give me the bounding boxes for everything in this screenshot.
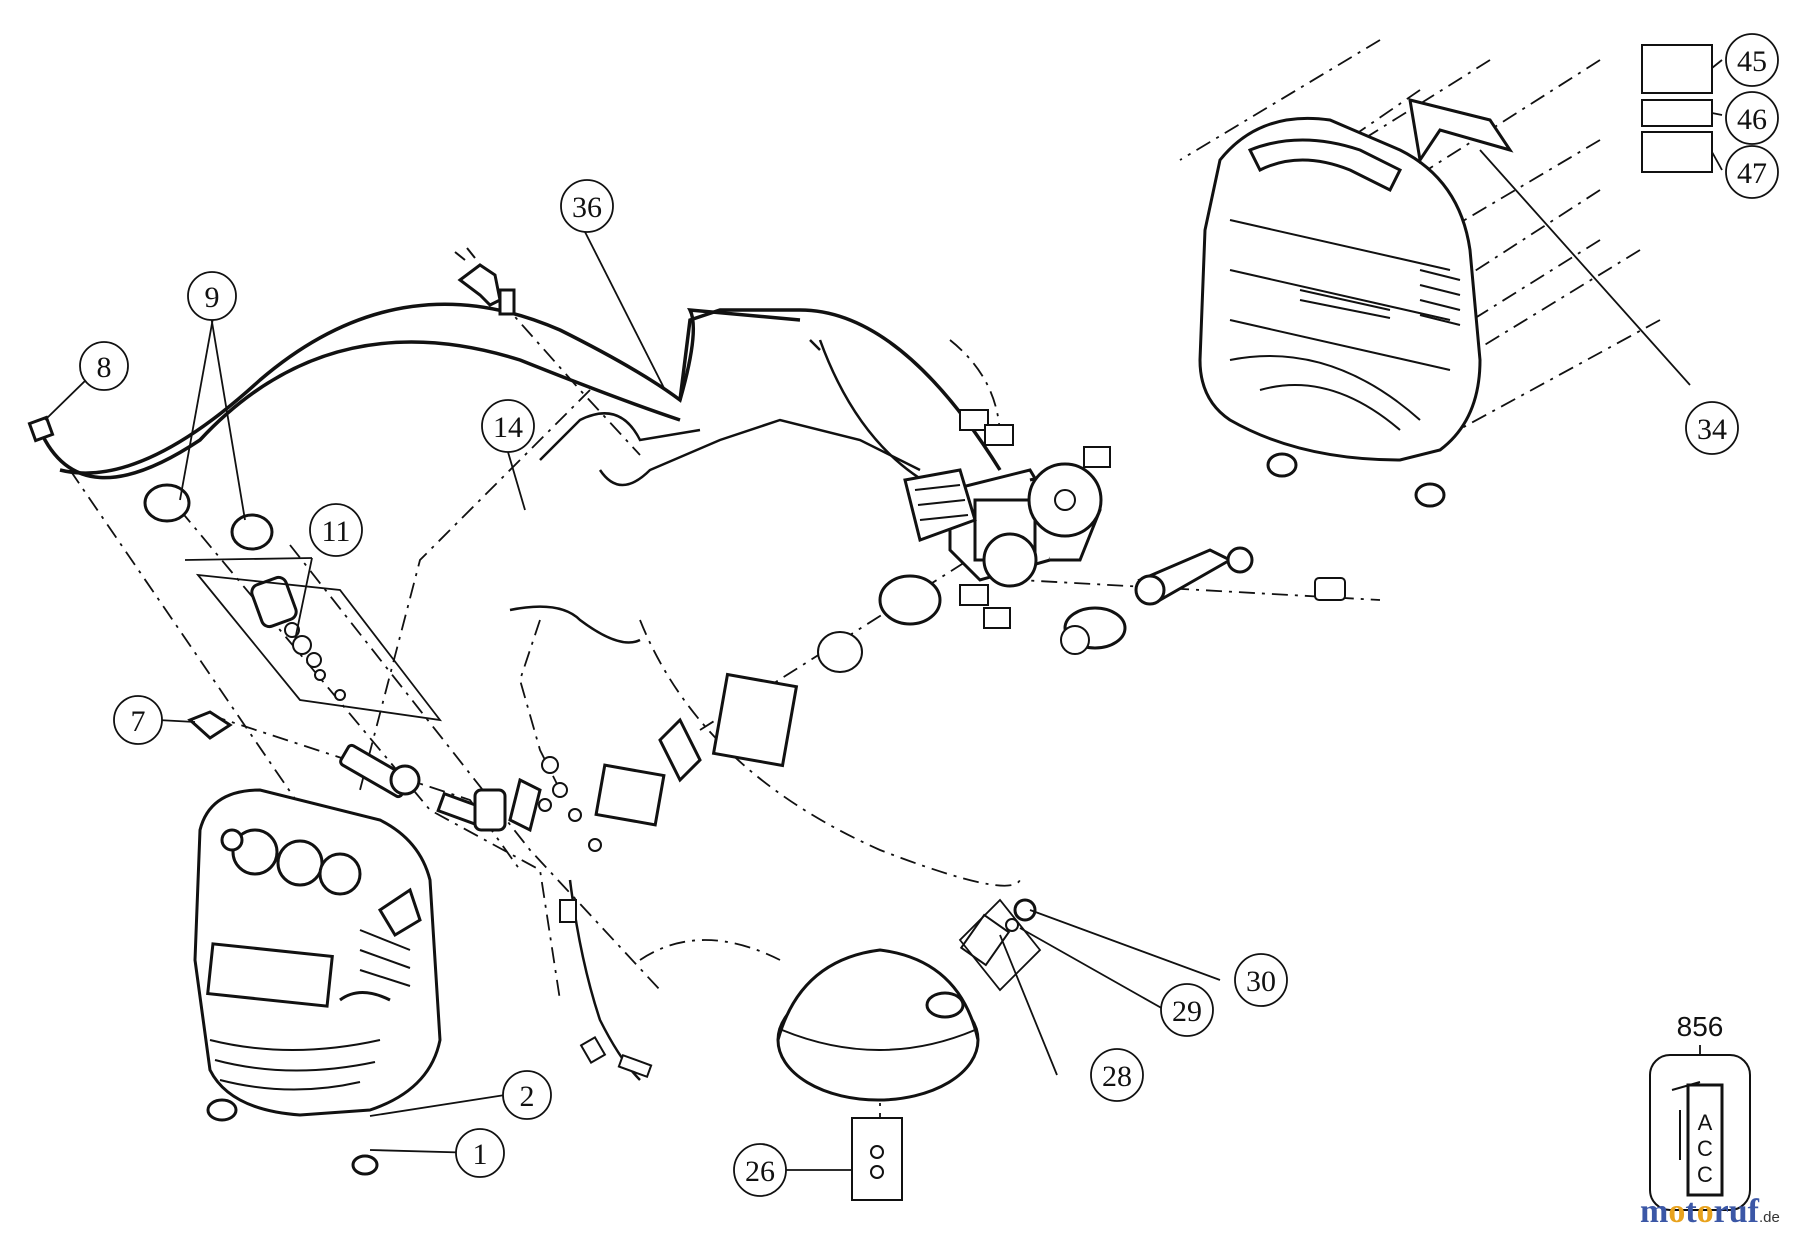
svg-text:motoruf.de: motoruf.de bbox=[1640, 1193, 1780, 1230]
watermark-suffix: .de bbox=[1759, 1209, 1780, 1226]
kit-number: 856 bbox=[1677, 1011, 1724, 1042]
watermark-o1: o bbox=[1668, 1193, 1685, 1230]
motoruf-watermark: motoruf.de bbox=[1640, 1193, 1780, 1230]
motor-pump-assembly bbox=[817, 409, 1346, 673]
callout-29: 29 bbox=[1160, 983, 1214, 1037]
callout-26: 26 bbox=[733, 1143, 787, 1197]
acc-letter-a: A bbox=[1698, 1110, 1713, 1135]
callout-34: 34 bbox=[1685, 401, 1739, 455]
callout-8: 8 bbox=[79, 341, 129, 391]
air-tank bbox=[776, 898, 1037, 1201]
acc-letter-c2: C bbox=[1697, 1162, 1713, 1187]
callouts: 1 2 7 8 9 11 14 26 bbox=[79, 33, 1779, 1197]
svg-text:30: 30 bbox=[1246, 965, 1276, 998]
watermark-o2: o bbox=[1697, 1193, 1714, 1230]
wiring-harness bbox=[38, 302, 1002, 492]
acc-letter-c1: C bbox=[1697, 1136, 1713, 1161]
callout-14: 14 bbox=[481, 399, 535, 453]
cylinder-head bbox=[509, 605, 799, 852]
svg-text:7: 7 bbox=[131, 705, 146, 738]
callout-30: 30 bbox=[1234, 953, 1288, 1007]
watermark-ruf: ruf bbox=[1714, 1193, 1760, 1230]
svg-text:11: 11 bbox=[322, 515, 351, 548]
svg-text:26: 26 bbox=[745, 1155, 775, 1188]
watermark-t: t bbox=[1685, 1193, 1697, 1230]
svg-text:9: 9 bbox=[205, 281, 220, 314]
svg-text:2: 2 bbox=[520, 1080, 535, 1113]
svg-text:14: 14 bbox=[493, 411, 523, 444]
callout-7: 7 bbox=[113, 695, 163, 745]
callout-47: 47 bbox=[1725, 145, 1779, 199]
callout-1: 1 bbox=[455, 1128, 505, 1178]
callout-45: 45 bbox=[1725, 33, 1779, 87]
svg-text:8: 8 bbox=[97, 351, 112, 384]
callout-46: 46 bbox=[1725, 91, 1779, 145]
svg-text:47: 47 bbox=[1737, 157, 1767, 190]
svg-text:36: 36 bbox=[572, 191, 602, 224]
svg-text:28: 28 bbox=[1102, 1060, 1132, 1093]
callout-36: 36 bbox=[560, 179, 614, 233]
svg-text:29: 29 bbox=[1172, 995, 1202, 1028]
callout-28: 28 bbox=[1090, 1048, 1144, 1102]
watermark-m: m bbox=[1640, 1193, 1668, 1230]
accessory-kit: A C C 856 bbox=[1649, 1011, 1751, 1211]
svg-text:45: 45 bbox=[1737, 45, 1767, 78]
svg-text:34: 34 bbox=[1697, 413, 1727, 446]
pressure-switch-parts bbox=[27, 415, 552, 833]
svg-text:1: 1 bbox=[473, 1138, 488, 1171]
air-hose bbox=[559, 879, 653, 1081]
callout-2: 2 bbox=[502, 1070, 552, 1120]
callout-11: 11 bbox=[309, 503, 363, 557]
callout-leaders bbox=[44, 59, 1723, 1171]
decals bbox=[1641, 44, 1713, 173]
front-shroud bbox=[193, 788, 442, 1176]
svg-text:46: 46 bbox=[1737, 103, 1767, 136]
callout-9: 9 bbox=[187, 271, 237, 321]
rear-housing bbox=[1198, 97, 1514, 508]
power-plug bbox=[454, 247, 516, 316]
